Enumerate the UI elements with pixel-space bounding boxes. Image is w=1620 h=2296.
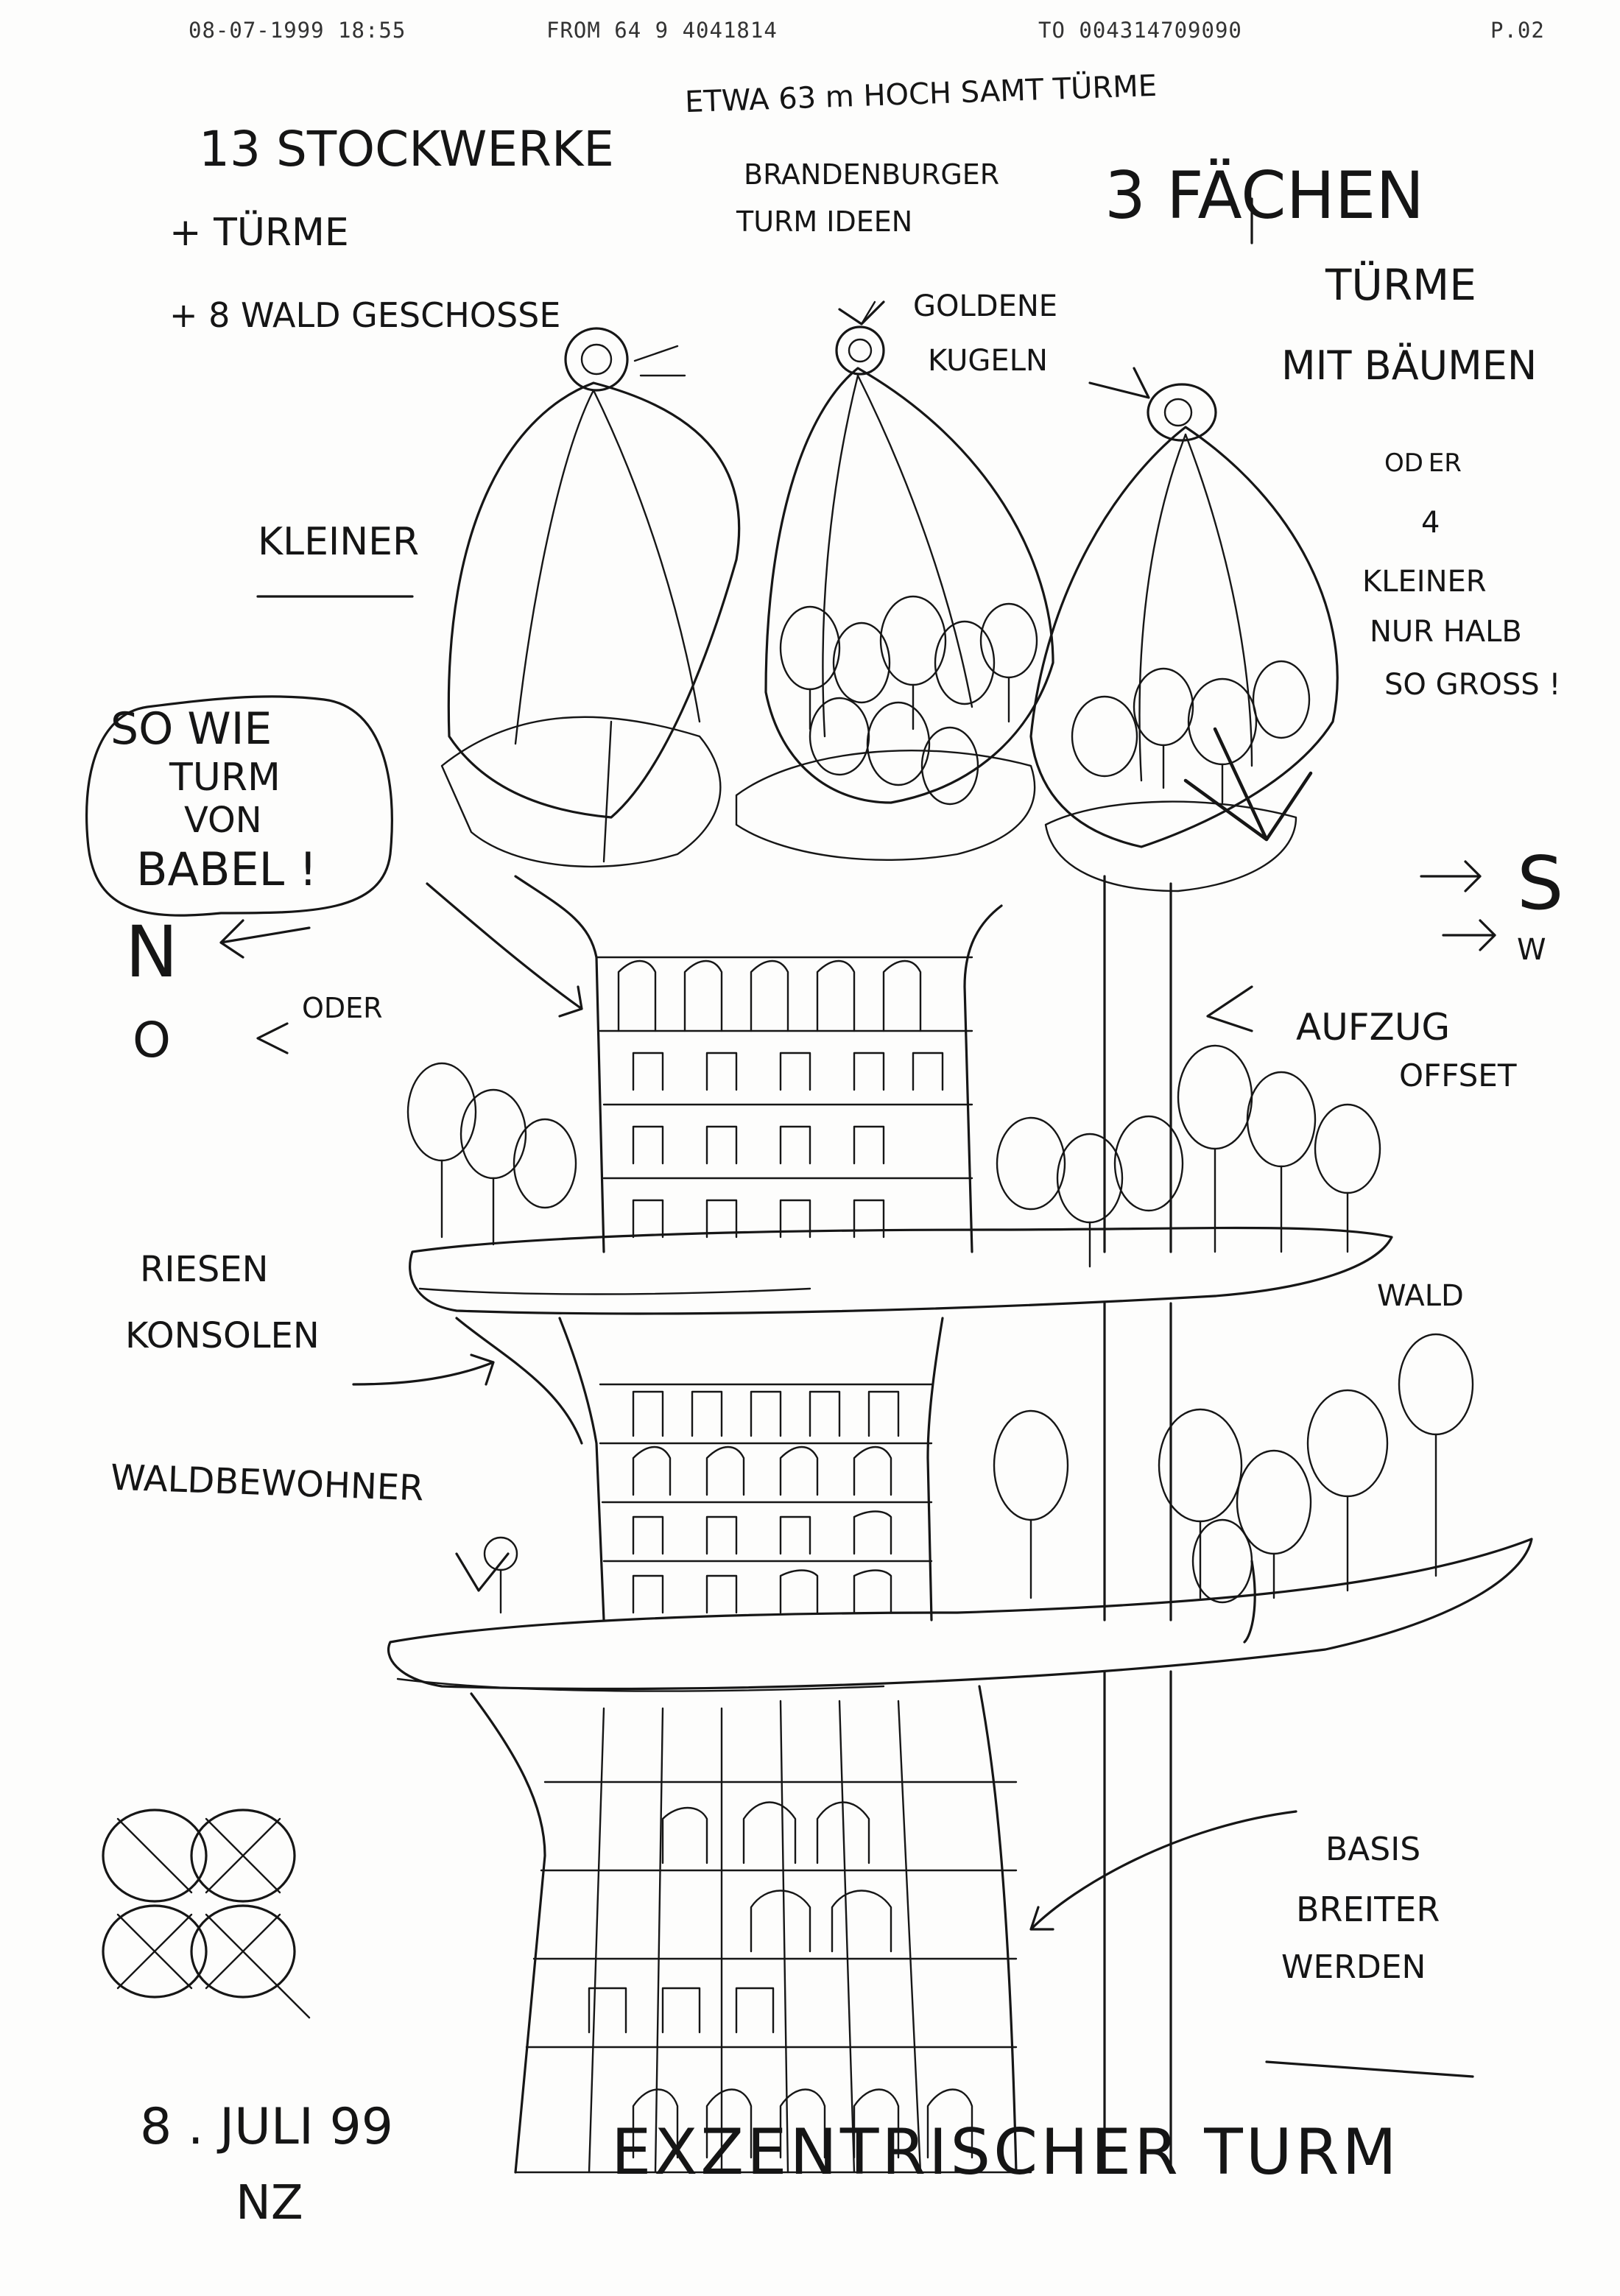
fax-to: TO 004314709090 bbox=[1038, 18, 1242, 43]
floors-note: 13 STOCKWERKE bbox=[199, 121, 614, 177]
plus-forest-floors-note: + 8 WALD GESCHOSSE bbox=[169, 295, 561, 335]
dome-center bbox=[735, 367, 1054, 862]
elevator-note: AUFZUG bbox=[1296, 1006, 1451, 1049]
upper-building bbox=[514, 875, 1172, 1253]
babel-note-1: SO WIE bbox=[110, 703, 272, 755]
oder-note: ODER bbox=[302, 992, 383, 1024]
tower-ideas-note: TURM IDEEN bbox=[736, 205, 913, 238]
smaller-note-3: SO GROSS ! bbox=[1384, 668, 1561, 702]
plus-towers-note: + TÜRME bbox=[169, 211, 349, 255]
golden-sphere-right bbox=[1147, 383, 1217, 442]
west-label: W bbox=[1517, 933, 1546, 967]
base-note-2: BREITER bbox=[1296, 1890, 1440, 1929]
smaller-left-note: KLEINER bbox=[258, 520, 420, 564]
golden-spheres-note-1: GOLDENE bbox=[913, 289, 1058, 323]
three-times-note: 3 FÄCHEN bbox=[1105, 158, 1425, 233]
terrace-lower bbox=[387, 1538, 1533, 1692]
towers-note: TÜRME bbox=[1325, 260, 1476, 310]
golden-sphere-left bbox=[564, 327, 686, 392]
crossed-circles-sketch bbox=[102, 1809, 311, 2019]
babel-speech-bubble bbox=[85, 695, 393, 917]
or-note: OD ER bbox=[1384, 448, 1462, 478]
terrace-upper bbox=[409, 1226, 1393, 1315]
babel-note-3: VON bbox=[184, 800, 262, 841]
tree-icon bbox=[779, 595, 1311, 806]
sketch-title: EXZENTRISCHER TURM bbox=[611, 2116, 1400, 2189]
smaller-note-2: NUR HALB bbox=[1370, 615, 1522, 649]
giant-consoles-note-1: RIESEN bbox=[140, 1249, 269, 1290]
sketch-date: 8 . JULI 99 bbox=[140, 2098, 394, 2156]
tree-icon bbox=[406, 1044, 1381, 1268]
base-note-1: BASIS bbox=[1325, 1831, 1421, 1868]
east-label: O bbox=[133, 1012, 171, 1068]
brandenburger-note: BRANDENBURGER bbox=[744, 158, 1000, 191]
forest-dwellers-note: WALDBEWOHNER bbox=[110, 1457, 425, 1510]
base-building bbox=[470, 1670, 1172, 2174]
north-label: N bbox=[125, 911, 178, 993]
dome-left bbox=[440, 381, 741, 868]
fax-from: FROM 64 9 4041814 bbox=[546, 18, 778, 43]
middle-building bbox=[455, 1302, 1172, 1621]
golden-spheres-note-2: KUGELN bbox=[928, 344, 1048, 378]
fax-page-number: P.02 bbox=[1490, 18, 1545, 43]
four-note: 4 bbox=[1421, 506, 1440, 540]
south-label: S bbox=[1517, 840, 1564, 926]
babel-note-4: BABEL ! bbox=[136, 842, 317, 896]
hand-drawn-arrow bbox=[219, 197, 1496, 2078]
babel-note-2: TURM bbox=[169, 756, 281, 800]
author-initials: NZ bbox=[236, 2176, 303, 2230]
forest-note: WALD bbox=[1377, 1279, 1464, 1313]
dome-right bbox=[1029, 426, 1339, 892]
fax-datetime: 08-07-1999 18:55 bbox=[189, 18, 406, 43]
tree-icon bbox=[483, 1333, 1474, 1614]
base-note-3: WERDEN bbox=[1281, 1948, 1426, 1986]
giant-consoles-note-2: KONSOLEN bbox=[125, 1315, 320, 1356]
with-trees-note: MIT BÄUMEN bbox=[1281, 342, 1538, 389]
smaller-note-1: KLEINER bbox=[1362, 565, 1487, 599]
offset-note: OFFSET bbox=[1399, 1057, 1517, 1094]
